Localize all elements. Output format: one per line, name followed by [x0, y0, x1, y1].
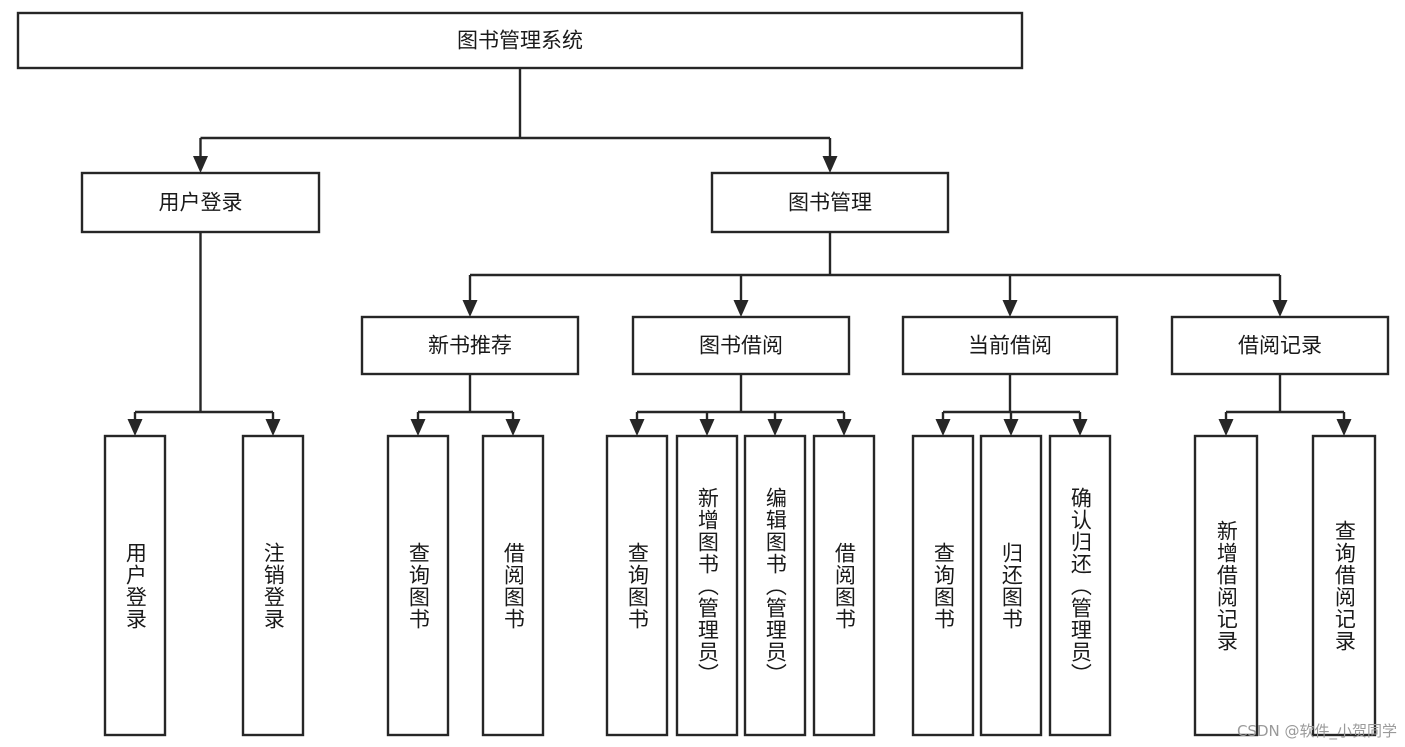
arrow-head-icon-leaf-query-book-cur [935, 419, 951, 436]
node-label-user-login: 用户登录 [159, 191, 243, 215]
arrow-head-icon-new-book-recommend [462, 300, 478, 317]
arrow-head-icon-leaf-user-login [127, 419, 143, 436]
arrow-head-icon-book-borrow [733, 300, 749, 317]
node-box-book-borrow[interactable] [631, 315, 851, 376]
node-label-new-book-recommend: 新书推荐 [428, 334, 512, 358]
arrow-head-icon-leaf-query-book-rec [410, 419, 426, 436]
node-label-book-manage: 图书管理 [788, 191, 872, 215]
arrow-head-icon-leaf-query-record [1336, 419, 1352, 436]
csdn-watermark: CSDN @软件_小贺同学 [1236, 722, 1397, 740]
arrow-head-icon-borrow-record [1272, 300, 1288, 317]
connectors-layer [127, 68, 1352, 436]
arrow-head-icon-leaf-confirm-return [1072, 419, 1088, 436]
node-box-leaf-edit-book[interactable] [743, 434, 807, 737]
node-box-leaf-query-book-borrow[interactable] [605, 434, 669, 737]
arrow-head-icon-leaf-return-book [1003, 419, 1019, 436]
node-box-leaf-user-login[interactable] [103, 434, 167, 737]
node-box-borrow-record[interactable] [1170, 315, 1390, 376]
node-box-leaf-logout[interactable] [241, 434, 305, 737]
node-label-current-borrow: 当前借阅 [968, 334, 1052, 358]
node-box-leaf-add-record[interactable] [1193, 434, 1259, 737]
arrow-head-icon-leaf-query-book-borrow [629, 419, 645, 436]
node-box-root[interactable] [16, 11, 1024, 70]
node-label-root: 图书管理系统 [457, 29, 583, 53]
arrow-head-icon-user-login [193, 156, 208, 173]
arrow-head-icon-leaf-borrow-book [836, 419, 852, 436]
arrow-head-icon-book-manage [822, 156, 838, 173]
node-box-leaf-return-book[interactable] [979, 434, 1043, 737]
node-box-leaf-borrow-book[interactable] [812, 434, 876, 737]
arrow-head-icon-leaf-edit-book [767, 419, 783, 436]
node-label-book-borrow: 图书借阅 [699, 334, 783, 358]
node-box-current-borrow[interactable] [901, 315, 1119, 376]
node-box-book-manage[interactable] [710, 171, 950, 234]
node-box-leaf-add-book[interactable] [675, 434, 739, 737]
node-box-leaf-borrow-book-rec[interactable] [481, 434, 545, 737]
node-box-leaf-query-book-rec[interactable] [386, 434, 450, 737]
node-box-leaf-query-record[interactable] [1311, 434, 1377, 737]
node-box-user-login[interactable] [80, 171, 321, 234]
node-box-leaf-confirm-return[interactable] [1048, 434, 1112, 737]
node-boxes-layer [16, 11, 1390, 737]
arrow-head-icon-leaf-borrow-book-rec [505, 419, 521, 436]
arrow-head-icon-current-borrow [1002, 300, 1018, 317]
arrow-head-icon-leaf-add-book [699, 419, 715, 436]
arrow-head-icon-leaf-add-record [1218, 419, 1234, 436]
arrow-head-icon-leaf-logout [265, 419, 281, 436]
node-label-borrow-record: 借阅记录 [1238, 334, 1322, 358]
node-box-new-book-recommend[interactable] [360, 315, 580, 376]
node-box-leaf-query-book-cur[interactable] [911, 434, 975, 737]
